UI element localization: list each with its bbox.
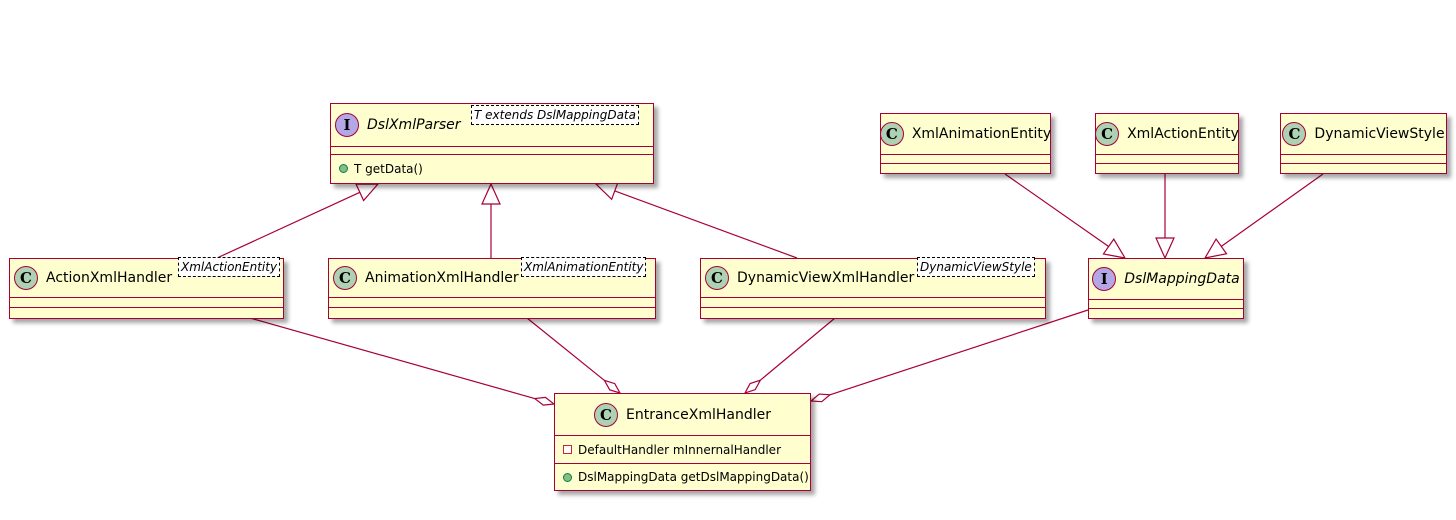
methods-section [1096,164,1238,172]
inheritance-arrowhead [1203,237,1228,259]
relation-realization [594,181,798,259]
class-name: DynamicViewXmlHandler [737,270,915,286]
relation-realization [1004,173,1127,259]
fields-section [329,298,655,308]
class-header: I DslXmlParser [331,104,653,147]
interface-dsl-mapping-data[interactable]: I DslMappingData [1088,258,1244,319]
inheritance-arrowhead [355,183,380,202]
methods-section [329,308,655,317]
class-icon: C [705,266,729,290]
class-name: ActionXmlHandler [46,270,173,286]
fields-section [10,298,283,308]
relation-realization [1203,173,1324,259]
relation-line [1220,173,1324,247]
method-text: T getData() [354,161,423,176]
inheritance-arrowhead [481,182,501,205]
public-icon [563,472,572,482]
inheritance-arrowhead [1155,237,1175,260]
class-name: DslXmlParser [367,117,461,133]
aggregation-diamond [809,393,832,403]
relation-line [526,317,605,381]
class-icon: C [14,266,38,290]
template-parameter: T extends DslMappingData [471,105,639,125]
relation-realization [1155,174,1175,260]
relation-realization [481,182,501,258]
field-row: DefaultHandler mInnernalHandler [555,436,810,464]
method-text: DslMappingData getDslMappingData() [578,470,809,484]
class-name: XmlActionEntity [1127,126,1239,142]
relation-aggregation [249,317,556,406]
class-name: DslMappingData [1124,271,1240,287]
public-icon [339,164,348,173]
method-row: T getData() [331,155,653,182]
relation-line [759,317,836,381]
class-name: XmlAnimationEntity [911,126,1052,142]
class-icon: C [879,122,904,146]
relation-aggregation [809,309,1089,403]
methods-section [881,164,1050,172]
class-dynamic-view-style[interactable]: C DynamicViewStyle [1280,113,1447,174]
class-icon: C [333,266,357,290]
methods-section [10,308,283,317]
relation-realization [216,183,380,259]
class-icon: C [594,402,618,427]
class-icon: C [1282,122,1307,146]
private-icon [563,445,572,454]
class-entrance-xml-handler[interactable]: C EntranceXmlHandler DefaultHandler mInne… [554,393,811,491]
aggregation-diamond [603,379,622,395]
relation-line [829,309,1089,396]
inheritance-arrowhead [1102,238,1127,259]
class-name: AnimationXmlHandler [365,270,519,286]
fields-section [881,155,1050,164]
class-icon: C [1095,122,1120,146]
relation-line [1004,173,1109,248]
fields-section [1096,155,1238,164]
methods-section [1089,309,1243,317]
relation-aggregation [743,317,836,395]
relation-line [249,317,535,400]
fields-section [1089,300,1243,309]
method-row: DslMappingData getDslMappingData() [555,464,810,490]
class-name: EntranceXmlHandler [626,406,771,423]
methods-section [1281,164,1446,172]
interface-icon: I [1092,267,1117,291]
relation-aggregation [526,317,622,395]
template-parameter: XmlActionEntity [178,257,281,277]
methods-section [701,308,1045,317]
relation-line [614,190,798,259]
aggregation-diamond [743,379,762,395]
inheritance-arrowhead [594,181,619,201]
template-parameter: DynamicViewStyle [917,257,1035,277]
fields-section [701,298,1045,308]
fields-section [331,147,653,155]
class-xml-action-entity[interactable]: C XmlActionEntity [1095,113,1239,174]
interface-icon: I [335,113,359,137]
relation-line [216,191,361,259]
template-parameter: XmlAnimationEntity [521,257,647,277]
aggregation-diamond [533,396,556,406]
class-xml-animation-entity[interactable]: C XmlAnimationEntity [879,113,1052,174]
class-name: DynamicViewStyle [1314,126,1445,142]
field-text: DefaultHandler mInnernalHandler [578,442,781,457]
class-action-xml-handler[interactable]: C ActionXmlHandler [9,258,284,319]
fields-section [1281,155,1446,164]
